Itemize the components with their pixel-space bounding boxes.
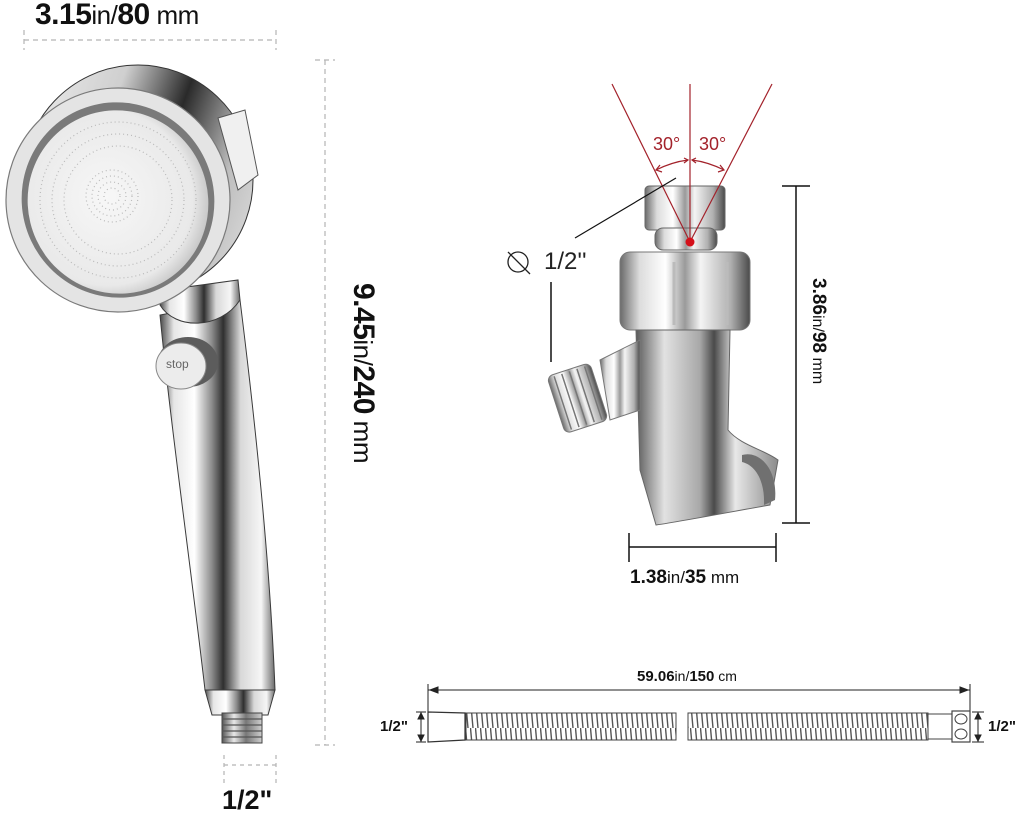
hose-length-dimension bbox=[427, 684, 971, 712]
hose-coil-right bbox=[687, 712, 929, 741]
hose-coil-left bbox=[465, 712, 677, 741]
hose-left-end-label: 1/2" bbox=[380, 718, 408, 735]
stop-button-label[interactable]: stop bbox=[166, 357, 189, 371]
thread-dimension-guide bbox=[223, 755, 277, 785]
hose-right-fitting bbox=[951, 710, 971, 743]
rotation-angle-lines bbox=[611, 83, 773, 243]
shower-thread-label: 1/2" bbox=[222, 785, 273, 815]
pivot-point-icon bbox=[685, 237, 695, 247]
bracket-body bbox=[635, 329, 779, 526]
angle-left-label: 30° bbox=[653, 134, 681, 154]
length-dimension-guide bbox=[315, 59, 335, 746]
bracket-height-dimension bbox=[782, 185, 810, 524]
angle-right-label: 30° bbox=[699, 134, 727, 154]
bracket-width-dimension bbox=[628, 533, 777, 562]
bracket-inlet bbox=[599, 339, 641, 421]
inlet-size-label: 1/2'' bbox=[544, 248, 587, 275]
diameter-icon bbox=[507, 251, 531, 275]
stop-button-icon bbox=[155, 337, 218, 390]
hose-left-fitting bbox=[427, 711, 466, 743]
hose-right-end-label: 1/2" bbox=[988, 718, 1016, 735]
shower-thread bbox=[221, 712, 263, 744]
width-dimension-guide bbox=[23, 30, 277, 50]
hose-length-label: 59.06in/150 cm bbox=[637, 668, 737, 685]
bracket-width-label: 1.38in/35 mm bbox=[630, 567, 740, 588]
shower-head-width-label: 3.15in/80 mm bbox=[35, 0, 199, 31]
